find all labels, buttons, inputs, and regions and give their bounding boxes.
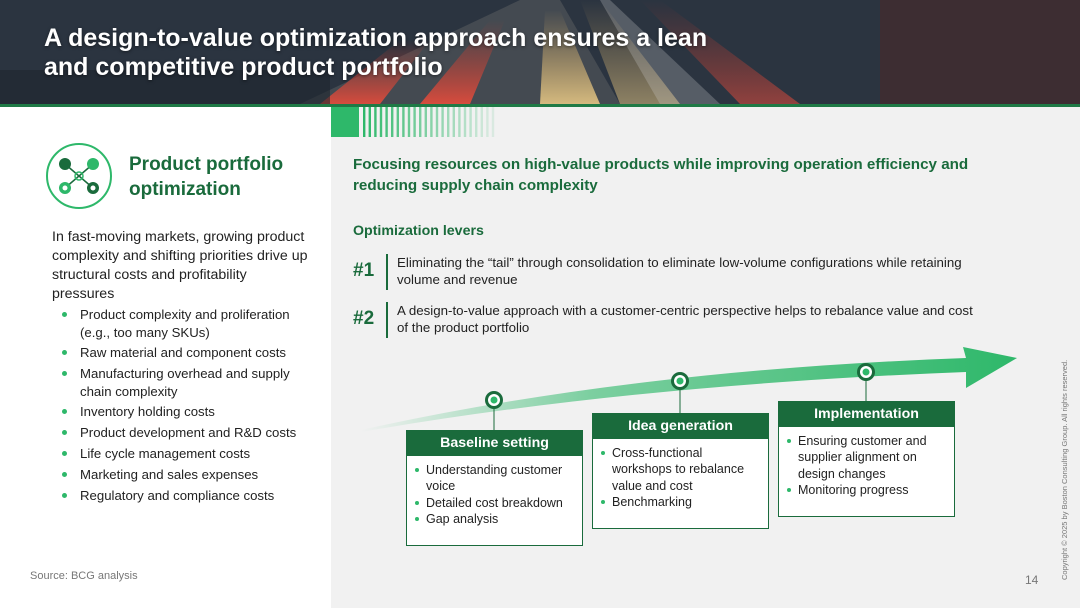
list-item: Understanding customer voice [415, 462, 574, 495]
right-headline: Focusing resources on high-value product… [353, 156, 969, 194]
lever-number: #2 [353, 308, 375, 329]
phase-card-implementation: Implementation Ensuring customer and sup… [778, 401, 955, 517]
list-item: Ensuring customer and supplier alignment… [787, 433, 946, 482]
bullet-icon [601, 499, 605, 504]
decorative-stripe-bar [331, 107, 495, 137]
list-item: Regulatory and compliance costs [62, 487, 322, 505]
phase-card-baseline: Baseline setting Understanding customer … [406, 430, 583, 546]
levers-title: Optimization levers [353, 223, 484, 239]
list-item: Monitoring progress [787, 482, 946, 498]
phase-card-idea: Idea generation Cross-functional worksho… [592, 413, 769, 529]
section-title: Product portfolio optimization [129, 154, 284, 200]
bullet-icon [62, 450, 67, 456]
list-item: Gap analysis [415, 511, 574, 527]
source-note: Source: BCG analysis [30, 570, 138, 582]
page-number: 14 [1025, 573, 1039, 587]
list-item: Detailed cost breakdown [415, 495, 574, 511]
bullet-icon [62, 312, 67, 317]
list-item: Benchmarking [601, 494, 760, 510]
list-item: Product development and R&D costs [62, 424, 322, 442]
phase-bullets: Ensuring customer and supplier alignment… [779, 427, 954, 498]
phase-bullets: Cross-functional workshops to rebalance … [593, 439, 768, 510]
header-banner: A design-to-value optimization approach … [0, 0, 1080, 104]
bullet-icon [601, 451, 605, 455]
progress-arrow [361, 347, 1017, 432]
milestone-marker [671, 372, 689, 390]
milestone-marker [485, 391, 503, 409]
list-item: Manufacturing overhead and supply chain … [62, 365, 322, 400]
highway-background-image [0, 0, 1080, 104]
lever-text: A design-to-value approach with a custom… [397, 303, 973, 335]
bullet-icon [415, 500, 419, 505]
lever-divider [386, 254, 388, 290]
list-item: Inventory holding costs [62, 403, 322, 421]
phase-title: Implementation [779, 402, 954, 427]
bullet-icon [787, 487, 791, 492]
phase-bullets: Understanding customer voice Detailed co… [407, 456, 582, 527]
bullet-icon [62, 492, 67, 498]
list-item: Cross-functional workshops to rebalance … [601, 445, 760, 494]
page-title: A design-to-value optimization approach … [44, 24, 708, 81]
bullet-icon [62, 371, 67, 377]
bullet-icon [787, 439, 791, 443]
product-portfolio-icon [46, 143, 112, 209]
bullet-icon [62, 409, 67, 415]
milestone-marker [857, 363, 875, 381]
list-item: Product complexity and proliferation (e.… [62, 306, 322, 341]
bullet-icon [62, 471, 67, 477]
list-item: Marketing and sales expenses [62, 466, 322, 484]
phase-title: Idea generation [593, 414, 768, 439]
lever-number: #1 [353, 260, 375, 281]
list-item: Life cycle management costs [62, 445, 322, 463]
list-item: Raw material and component costs [62, 344, 322, 362]
intro-text: In fast-moving markets, growing product … [52, 229, 308, 302]
copyright-notice: Copyright © 2025 by Boston Consulting Gr… [1060, 359, 1069, 580]
phase-title: Baseline setting [407, 431, 582, 456]
header-divider [0, 104, 1080, 107]
bullet-icon [62, 350, 67, 356]
lever-text: Eliminating the “tail” through consolida… [397, 255, 962, 287]
bullet-icon [62, 430, 67, 436]
lever-divider [386, 302, 388, 338]
bullet-icon [415, 516, 419, 521]
cost-driver-list: Product complexity and proliferation (e.… [62, 306, 322, 507]
bullet-icon [415, 468, 419, 472]
